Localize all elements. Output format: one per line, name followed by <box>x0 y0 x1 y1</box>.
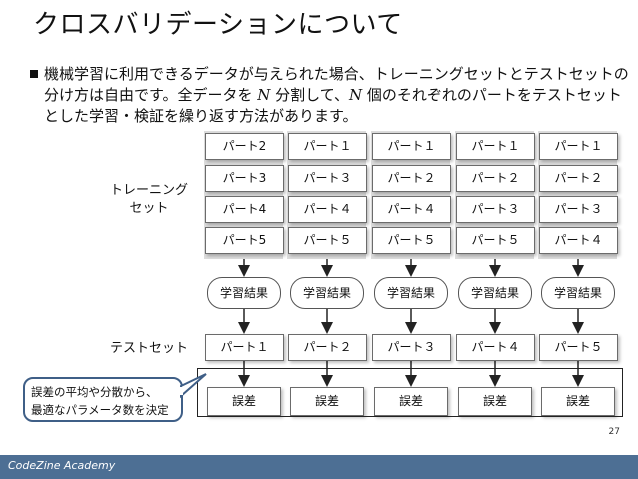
learning-result-node: 学習結果 <box>458 277 532 309</box>
test-part-cell: パート２ <box>288 334 367 361</box>
test-set-label: テストセット <box>109 341 188 356</box>
slide-title: クロスバリデーションについて <box>33 10 403 40</box>
error-box: 誤差 <box>290 387 364 416</box>
training-part-cell: パート１ <box>539 133 618 160</box>
learning-result-node: 学習結果 <box>290 277 364 309</box>
page-number: 27 <box>608 427 620 437</box>
training-part-cell: パート３ <box>539 196 618 223</box>
error-frame <box>197 368 623 417</box>
training-part-cell: パート5 <box>205 227 284 254</box>
training-part-cell: パート4 <box>205 196 284 223</box>
footer-bar: CodeZine Academy <box>0 455 638 479</box>
training-part-cell: パート４ <box>288 196 367 223</box>
error-box: 誤差 <box>374 387 448 416</box>
test-part-cell: パート３ <box>372 334 451 361</box>
test-part-cell: パート４ <box>456 334 535 361</box>
training-part-cell: パート３ <box>456 196 535 223</box>
footer-brand: CodeZine Academy <box>8 459 116 472</box>
training-part-cell: パート２ <box>372 165 451 192</box>
training-part-cell: パート５ <box>372 227 451 254</box>
test-part-cell: パート５ <box>539 334 618 361</box>
training-part-cell: パート４ <box>372 196 451 223</box>
bullet-marker <box>30 70 38 78</box>
training-part-cell: パート５ <box>456 227 535 254</box>
learning-result-node: 学習結果 <box>207 277 281 309</box>
training-part-cell: パート２ <box>456 165 535 192</box>
error-box: 誤差 <box>458 387 532 416</box>
error-box: 誤差 <box>207 387 281 416</box>
test-part-cell: パート１ <box>205 334 284 361</box>
training-part-cell: パート１ <box>372 133 451 160</box>
training-part-cell: パート２ <box>539 165 618 192</box>
learning-result-node: 学習結果 <box>374 277 448 309</box>
error-box: 誤差 <box>541 387 615 416</box>
training-part-cell: パート3 <box>205 165 284 192</box>
callout-note: 誤差の平均や分散から、 最適なパラメータ数を決定 <box>23 377 183 422</box>
training-set-label: トレーニング セット <box>109 183 188 216</box>
training-part-cell: パート４ <box>539 227 618 254</box>
training-part-cell: パート2 <box>205 133 284 160</box>
training-part-cell: パート１ <box>456 133 535 160</box>
training-part-cell: パート３ <box>288 165 367 192</box>
training-part-cell: パート５ <box>288 227 367 254</box>
learning-result-node: 学習結果 <box>541 277 615 309</box>
training-part-cell: パート１ <box>288 133 367 160</box>
bullet-text: 機械学習に利用できるデータが与えられた場合、トレーニングセットとテストセットの分… <box>30 64 630 127</box>
